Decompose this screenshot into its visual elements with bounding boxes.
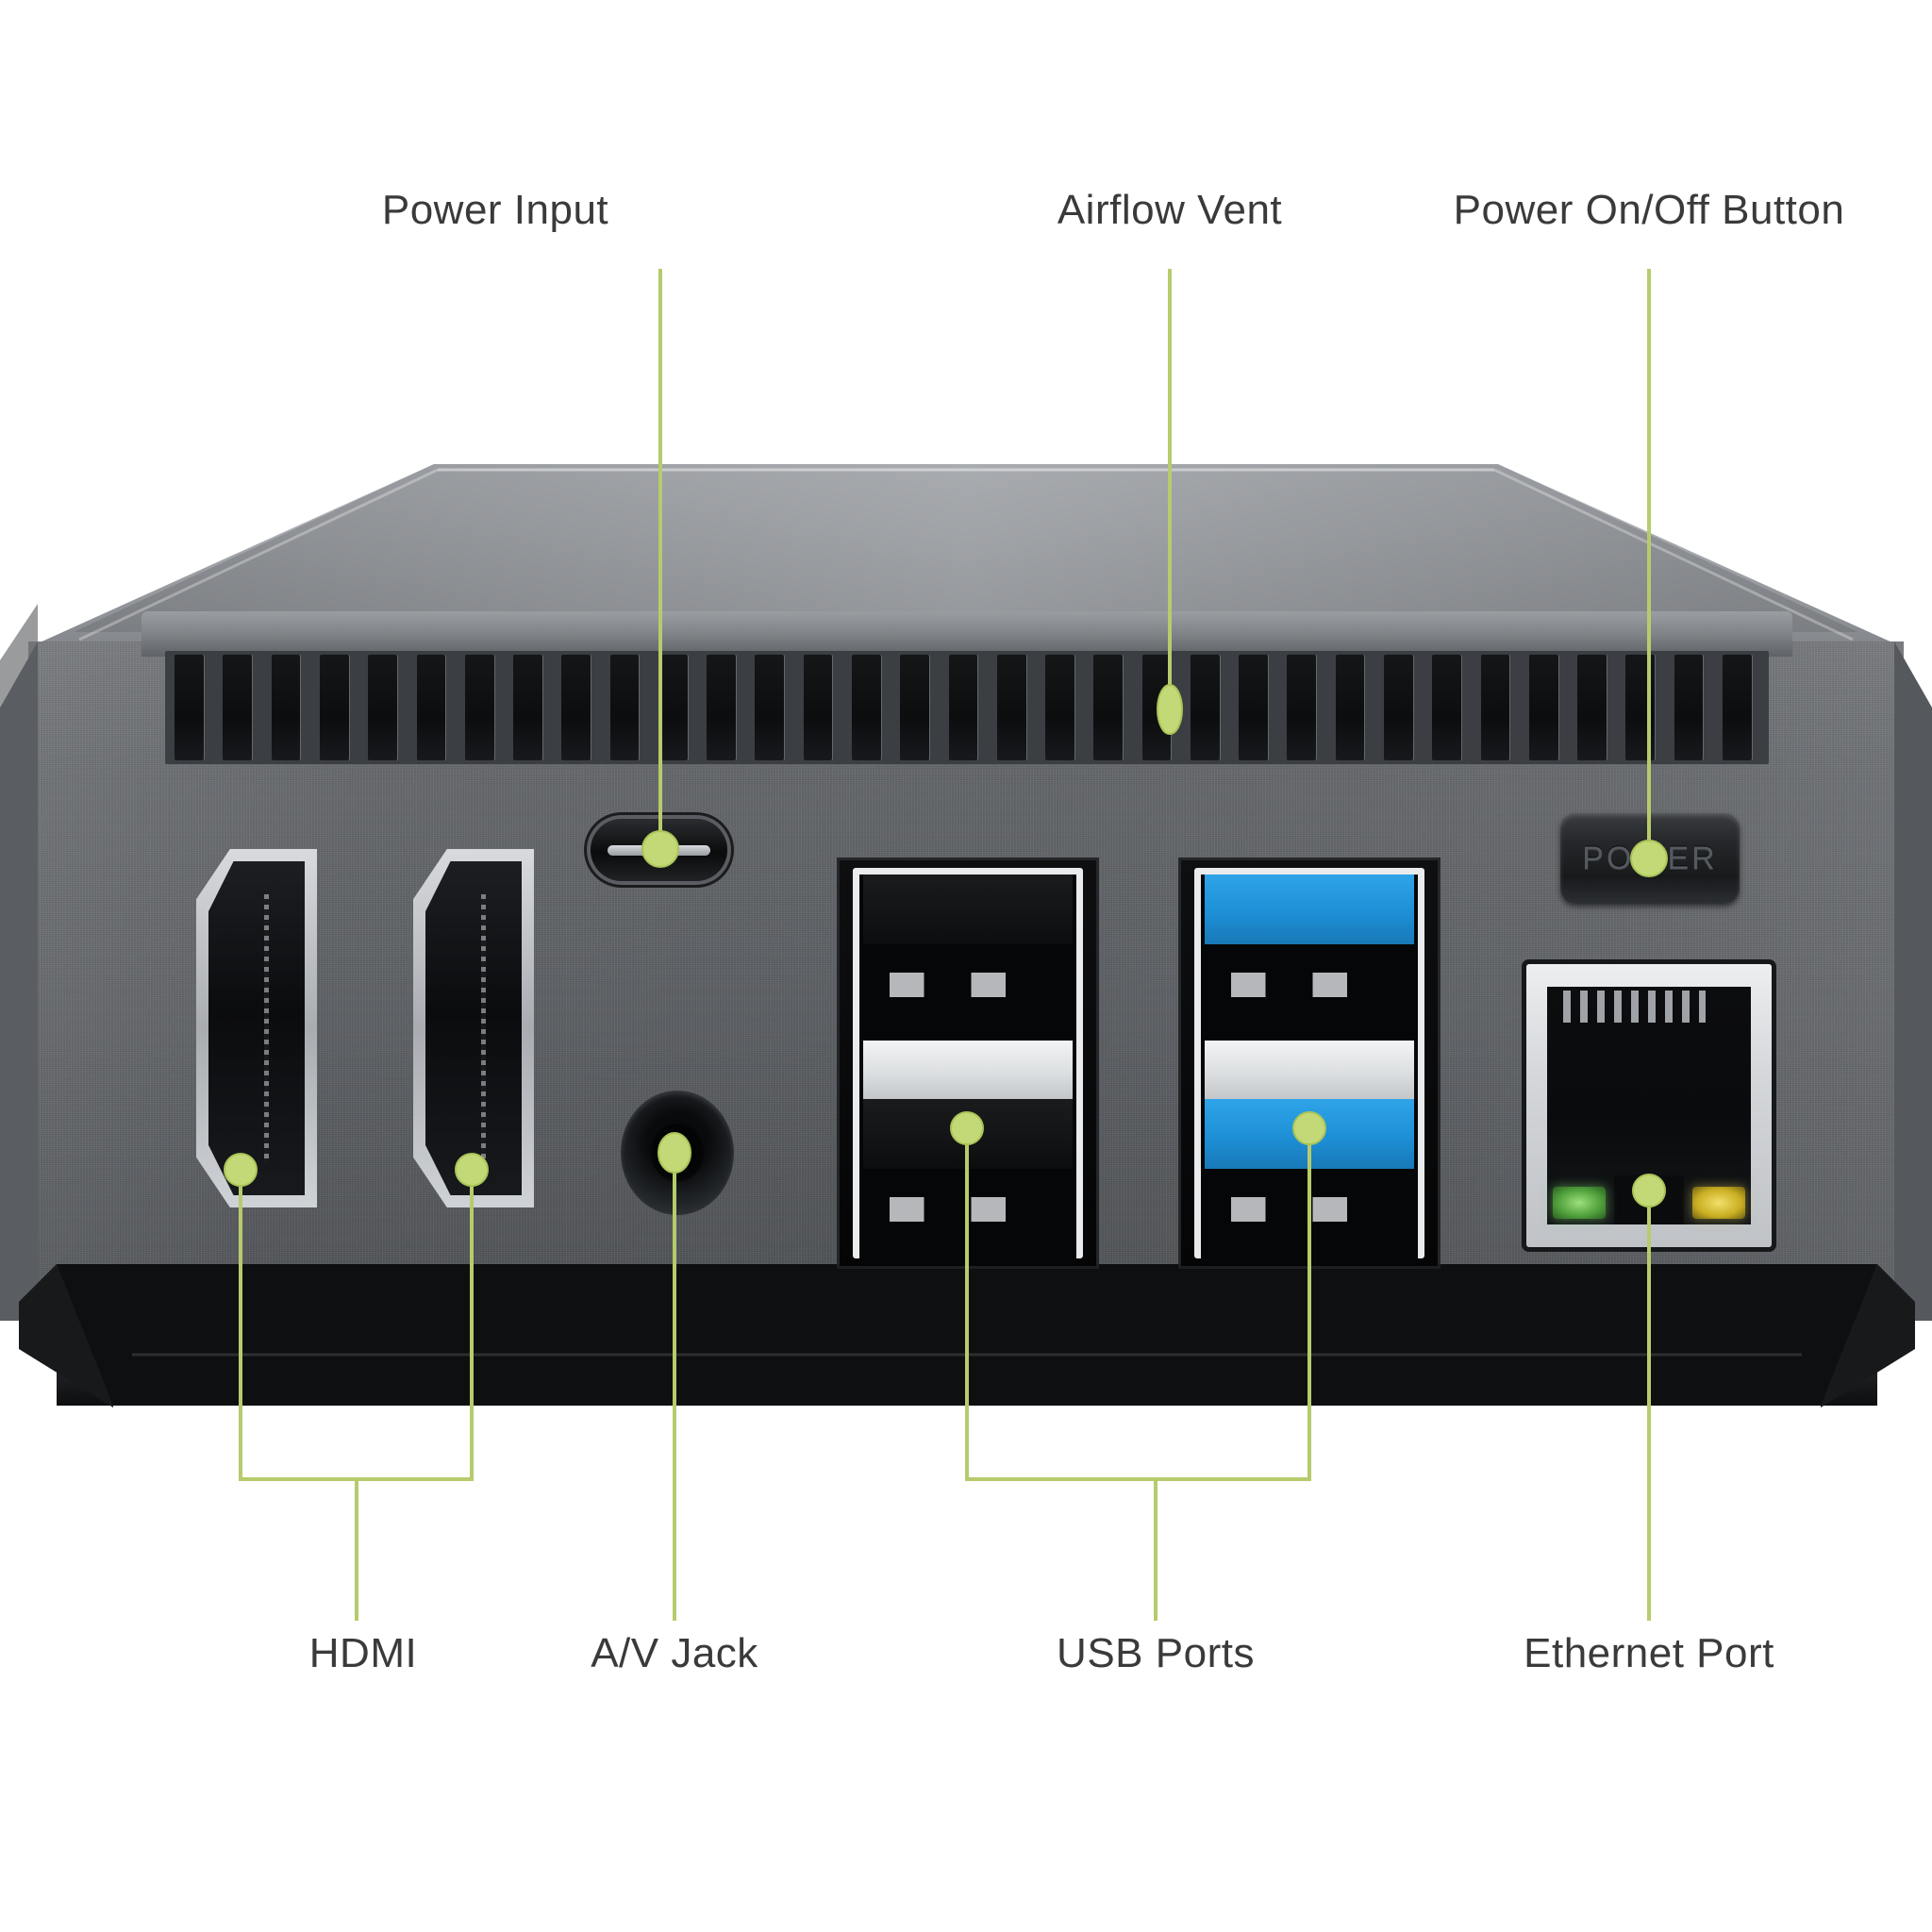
label-power-input: Power Input [381,187,609,233]
hdmi-1-cavity [208,861,305,1195]
label-usb-ports: USB Ports [1057,1630,1255,1676]
vent-slot [609,655,640,760]
vent-slot [319,655,349,760]
vent-slot [1239,655,1268,760]
usb-3-lower-tongue [1205,1099,1414,1169]
vent-slot [1335,655,1365,760]
hdmi-1-pins [264,894,270,1162]
usb-3-upper-contacts [1231,973,1388,997]
usb-2-lower-tongue [863,1099,1073,1169]
vent-slot [1190,655,1220,760]
port-hdmi-1[interactable] [196,849,317,1208]
ethernet-link-led-green [1553,1187,1606,1219]
port-ethernet-rj45[interactable] [1526,964,1772,1247]
airflow-vent [165,651,1769,764]
vent-slot [707,655,736,760]
power-button-label: POWER [1582,840,1718,876]
usb-2-divider [863,1041,1073,1099]
vent-slot [1674,655,1704,760]
usb-2-upper[interactable] [859,874,1076,1041]
vent-slot [175,655,204,760]
vent-slot [996,655,1026,760]
label-hdmi: HDMI [308,1630,418,1676]
usb-2-lower[interactable] [859,1099,1076,1265]
hdmi-2-pins [481,894,487,1162]
base-chamfer [19,1264,1915,1407]
usb-3-lower[interactable] [1201,1099,1418,1265]
usb-3-divider [1205,1041,1414,1099]
vent-slot [851,655,881,760]
vent-slot [1045,655,1074,760]
vent-slot [223,655,253,760]
port-usb-c-power-input[interactable] [591,819,727,881]
vent-slot [948,655,978,760]
vent-slot [658,655,688,760]
label-airflow-vent: Airflow Vent [1057,187,1283,233]
vent-slot [1528,655,1558,760]
hdmi-2-cavity [425,861,522,1195]
label-ethernet-port: Ethernet Port [1524,1630,1774,1676]
vent-slot [1287,655,1317,760]
usb-c-tongue [608,845,710,856]
av-jack-hole [651,1124,704,1182]
vent-slot [1383,655,1413,760]
vent-slot [416,655,446,760]
power-on-off-button[interactable]: POWER [1560,813,1740,904]
vent-slot [368,655,397,760]
vent-slot [803,655,833,760]
port-av-jack[interactable] [621,1091,734,1215]
vent-slot [1722,655,1752,760]
lid-lip [142,611,1792,657]
rj45-latch-notch [1614,1175,1684,1224]
vent-slot [1093,655,1124,760]
rj45-contact-pins [1563,991,1707,1023]
usb-2-shield [853,868,1083,1265]
usb-2-lower-contacts [890,1197,1046,1222]
usb-3-lower-contacts [1231,1197,1388,1222]
vent-slot [1432,655,1461,760]
usb-3-upper[interactable] [1201,874,1418,1041]
vent-slot [1577,655,1607,760]
label-power-on-off-button: Power On/Off Button [1453,187,1845,233]
port-hdmi-2[interactable] [413,849,534,1208]
vent-slot [1141,655,1172,760]
usb-3-upper-tongue [1205,874,1414,944]
vent-slot [1625,655,1656,760]
vent-slot [464,655,494,760]
ethernet-activity-led-yellow [1692,1187,1745,1219]
usb-3-shield [1194,868,1424,1265]
vent-slot [900,655,929,760]
vent-slot [561,655,591,760]
vent-slot [271,655,301,760]
vent-slot [513,655,542,760]
usb-2-upper-contacts [890,973,1046,997]
usb-2-upper-tongue [863,874,1073,944]
rj45-cavity [1547,987,1751,1224]
label-av-jack: A/V Jack [591,1630,758,1676]
port-usb-3-stack[interactable] [1181,860,1438,1266]
port-usb-2-stack[interactable] [840,860,1096,1266]
vent-slot [755,655,785,760]
vent-slot [1480,655,1510,760]
chassis-bevels [0,604,1932,1321]
